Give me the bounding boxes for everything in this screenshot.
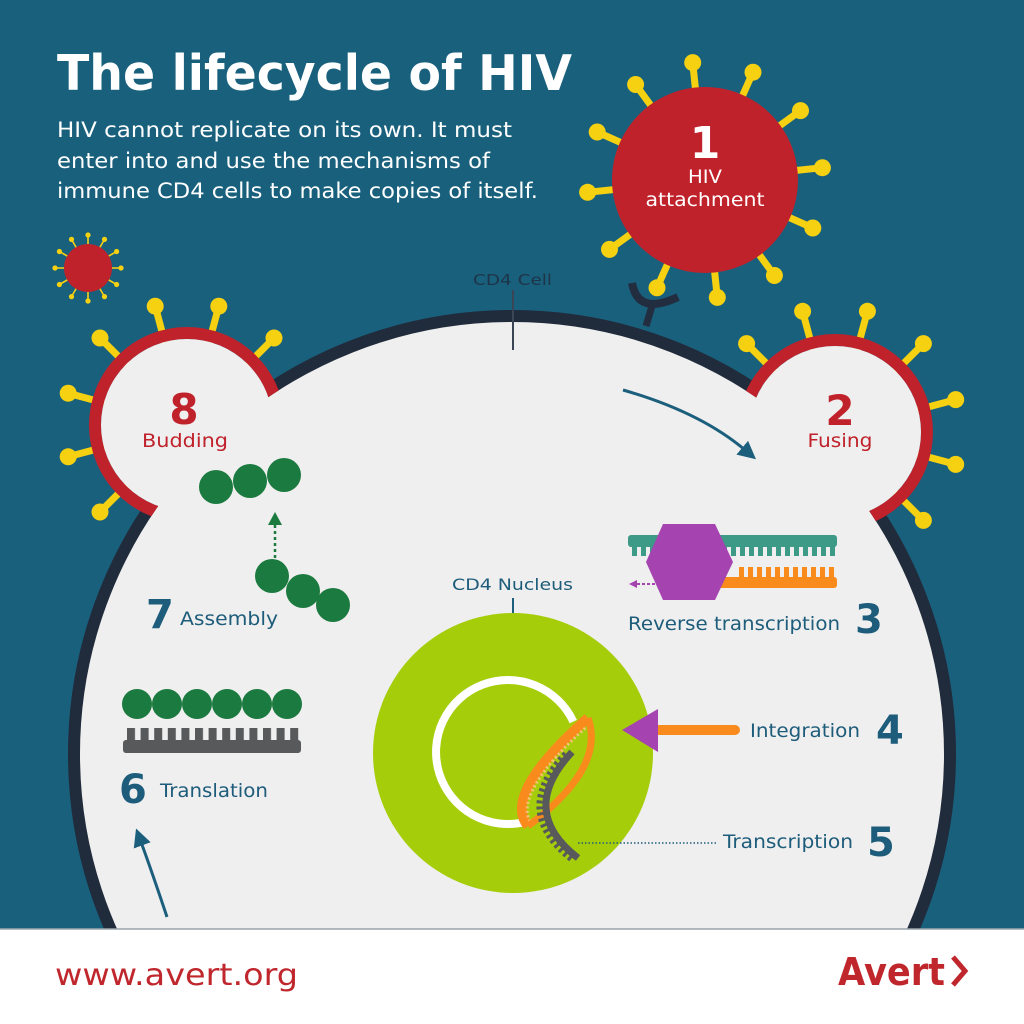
step-8-number: 8 xyxy=(169,385,198,434)
subtitle-line-3: immune CD4 cells to make copies of itsel… xyxy=(57,179,538,203)
step-5-transcription: Transcription 5 xyxy=(578,820,895,866)
step-7-number: 7 xyxy=(146,592,174,638)
flow-arrow-icon xyxy=(622,388,757,460)
fusing-virus-interior xyxy=(749,346,921,518)
step-1-hiv-attachment: 1 HIV attachment xyxy=(646,118,765,211)
translation-protein-beads-icon xyxy=(122,689,302,719)
step-7-label: Assembly xyxy=(180,608,278,630)
step-2-fusing: 2 Fusing xyxy=(808,386,873,452)
cd4-receptor-icon xyxy=(628,282,680,328)
step-7-assembly: 7 Assembly xyxy=(146,512,350,638)
cd4-nucleus: CD4 Nucleus xyxy=(373,575,653,893)
step-1-label-line-2: attachment xyxy=(646,189,765,211)
step-4-number: 4 xyxy=(876,708,904,754)
step-3-number: 3 xyxy=(855,597,883,643)
step-3-label: Reverse transcription xyxy=(628,613,840,635)
cd4-cell-label: CD4 Cell xyxy=(473,271,552,289)
step-4-integration: Integration 4 xyxy=(622,708,904,754)
subtitle-line-2: enter into and use the mechanisms of xyxy=(57,149,491,173)
assembly-arrow-head-icon xyxy=(268,512,282,525)
step-6-number: 6 xyxy=(119,767,147,813)
dna-strand-icon xyxy=(690,567,837,588)
nucleus-icon xyxy=(373,613,653,893)
cd4-cell-label-group: CD4 Cell xyxy=(473,271,552,350)
mrna-strand-icon xyxy=(123,728,301,753)
avert-logo[interactable]: Avert xyxy=(838,950,969,994)
integrase-arrow-icon xyxy=(622,709,658,752)
step-3-reverse-transcription: Reverse transcription 3 xyxy=(628,524,883,643)
avert-logo-text: Avert xyxy=(838,950,945,994)
step-5-number: 5 xyxy=(867,820,895,866)
host-dna-ring-icon xyxy=(432,676,577,828)
website-link[interactable]: www.avert.org xyxy=(55,958,298,993)
step-6-translation: 6 Translation xyxy=(119,689,302,813)
small-virus-icon xyxy=(52,232,124,304)
step-8-budding: 8 Budding xyxy=(142,385,301,504)
budding-protein-beads-icon xyxy=(199,458,301,504)
footer-background xyxy=(0,929,1024,1024)
flow-arrow-icon xyxy=(133,828,169,918)
reverse-transcriptase-icon xyxy=(646,524,733,600)
step-1-label-line-1: HIV xyxy=(688,166,722,188)
hiv-virus-icon xyxy=(579,54,831,306)
rna-transcript-icon xyxy=(536,749,581,862)
dotted-arrow-head-icon xyxy=(629,580,637,588)
step-5-label: Transcription xyxy=(722,831,853,853)
virus-envelope-rings xyxy=(89,327,933,530)
header: The lifecycle of HIV HIV cannot replicat… xyxy=(57,45,572,203)
step-4-label: Integration xyxy=(750,720,860,742)
page-title: The lifecycle of HIV xyxy=(57,45,572,102)
cd4-nucleus-label: CD4 Nucleus xyxy=(452,575,573,594)
step-2-label: Fusing xyxy=(808,430,873,452)
chevron-right-icon xyxy=(951,955,969,987)
footer: www.avert.org Avert xyxy=(0,928,1024,1024)
step-8-label: Budding xyxy=(142,430,228,452)
assembly-protein-beads-icon xyxy=(255,559,350,622)
step-1-number: 1 xyxy=(690,118,721,169)
subtitle-line-1: HIV cannot replicate on its own. It must xyxy=(57,118,512,142)
budding-virus-interior xyxy=(101,339,273,511)
step-2-number: 2 xyxy=(825,386,854,435)
step-6-label: Translation xyxy=(159,780,268,802)
